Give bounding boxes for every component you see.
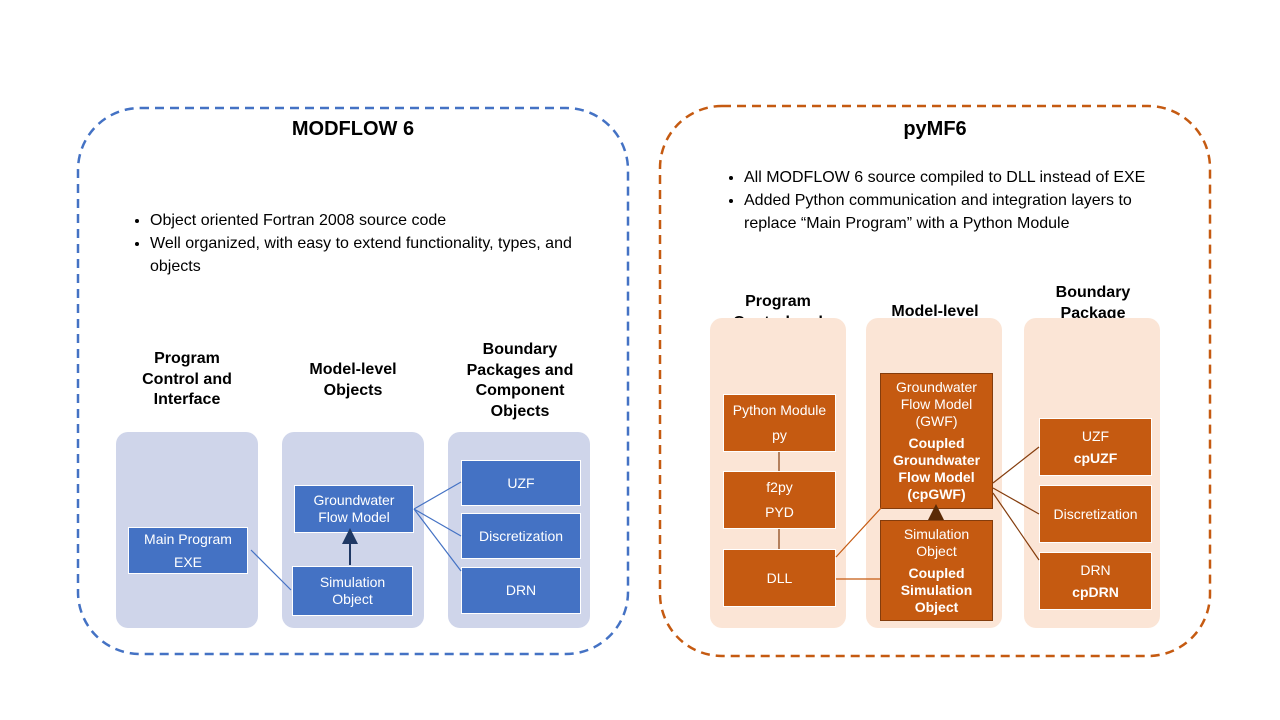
f2py-box: f2py PYD bbox=[723, 471, 836, 529]
model-column-heading: Model-level Objects bbox=[309, 361, 397, 399]
drn-box: DRN cpDRN bbox=[1039, 552, 1152, 610]
bullet-item: Added Python communication and integrati… bbox=[744, 189, 1184, 235]
box-line: EXE bbox=[173, 553, 202, 570]
bullet-item: Object oriented Fortran 2008 source code bbox=[150, 209, 620, 232]
pymf6-title: pyMF6 bbox=[903, 118, 967, 140]
connector-gwf-uzf bbox=[992, 446, 1040, 484]
bullet-item: All MODFLOW 6 source compiled to DLL ins… bbox=[744, 166, 1184, 189]
discretization-box: Discretization bbox=[1039, 485, 1152, 543]
coupled-gwf-label: Coupled Groundwater Flow Model (cpGWF) bbox=[892, 435, 981, 502]
box-label: Simulation Object bbox=[903, 525, 970, 559]
box-label: DRN bbox=[505, 582, 537, 598]
pymf6-panel-border bbox=[658, 104, 1212, 658]
connector-dll-gwf bbox=[835, 506, 883, 558]
groundwater-flow-model-box: Groundwater Flow Model bbox=[294, 485, 414, 533]
uzf-box: UZF cpUZF bbox=[1039, 418, 1152, 476]
connector-gwf-dis bbox=[413, 508, 462, 537]
main-program-box: Main Program EXE bbox=[128, 527, 248, 574]
cpuzf-label: cpUZF bbox=[1073, 449, 1118, 466]
discretization-box: Discretization bbox=[461, 513, 581, 559]
python-module-box: Python Module py bbox=[723, 394, 836, 452]
box-label: UZF bbox=[507, 474, 535, 491]
groundwater-flow-model-box: Groundwater Flow Model (GWF) Coupled Gro… bbox=[880, 373, 993, 509]
connector-gwf-drn bbox=[992, 492, 1040, 561]
cpdrn-label: cpDRN bbox=[1072, 583, 1119, 600]
box-label: DLL bbox=[766, 569, 793, 586]
box-line: f2py bbox=[766, 479, 793, 495]
modflow6-title: MODFLOW 6 bbox=[291, 118, 415, 140]
connector-main-to-sim bbox=[250, 549, 292, 591]
box-label: Discretization bbox=[478, 527, 564, 544]
simulation-object-box: Simulation Object Coupled Simulation Obj… bbox=[880, 520, 993, 621]
pymf6-bullets: All MODFLOW 6 source compiled to DLL ins… bbox=[718, 166, 1184, 235]
box-line: py bbox=[772, 427, 787, 443]
bullet-item: Well organized, with easy to extend func… bbox=[150, 232, 620, 278]
program-column-heading: Program Control and Interface bbox=[142, 350, 232, 408]
box-line: PYD bbox=[765, 504, 794, 520]
modflow6-bullets: Object oriented Fortran 2008 source code… bbox=[124, 209, 620, 278]
drn-box: DRN bbox=[461, 567, 581, 614]
simulation-object-box: Simulation Object bbox=[292, 566, 413, 616]
dll-box: DLL bbox=[723, 549, 836, 607]
box-label: DRN bbox=[1080, 561, 1111, 578]
box-label: Groundwater Flow Model bbox=[313, 492, 395, 525]
box-label: UZF bbox=[1081, 427, 1110, 444]
box-label: Simulation Object bbox=[319, 574, 386, 607]
coupled-simulation-label: Coupled Simulation Object bbox=[900, 564, 973, 615]
connector-gwf-drn bbox=[413, 508, 462, 572]
box-label: Groundwater Flow Model (GWF) bbox=[896, 379, 977, 429]
box-line: Main Program bbox=[144, 530, 232, 547]
uzf-box: UZF bbox=[461, 460, 581, 506]
connector-gwf-dis bbox=[992, 487, 1040, 515]
box-line: Python Module bbox=[732, 402, 827, 418]
connector-gwf-uzf bbox=[413, 481, 462, 510]
modflow6-panel-border bbox=[76, 106, 630, 656]
box-label: Discretization bbox=[1053, 505, 1138, 522]
boundary-column-heading: Boundary Packages and Component Objects bbox=[466, 341, 574, 420]
